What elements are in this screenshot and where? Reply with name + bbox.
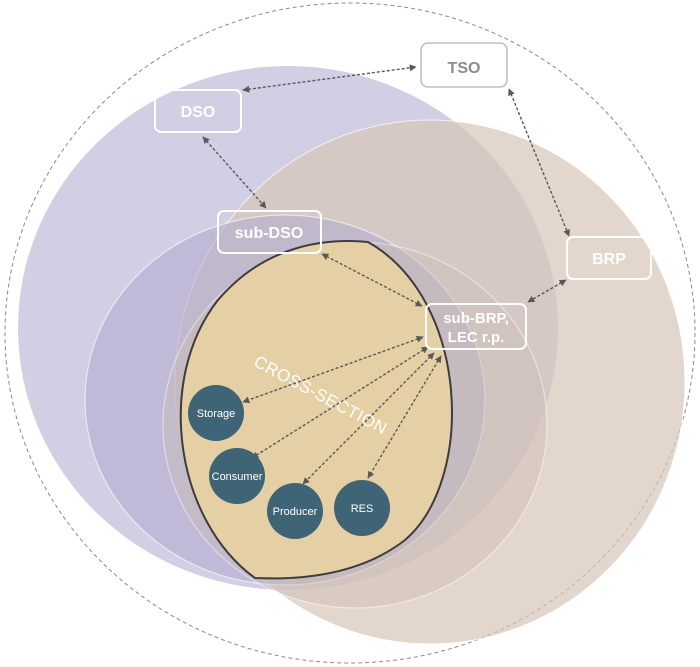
dso-box[interactable]: DSO bbox=[154, 89, 242, 133]
sub-brp-label-line2: LEC r.p. bbox=[448, 329, 505, 346]
consumer-label: Consumer bbox=[212, 471, 263, 483]
arrow-subbrp-res bbox=[367, 355, 442, 479]
sub-brp-box[interactable]: sub-BRP, LEC r.p. bbox=[425, 303, 527, 350]
node-producer[interactable]: Producer bbox=[267, 483, 323, 539]
tso-box[interactable]: TSO bbox=[420, 42, 508, 88]
node-res[interactable]: RES bbox=[334, 480, 390, 536]
dso-label: DSO bbox=[181, 104, 216, 121]
brp-label: BRP bbox=[592, 251, 626, 268]
arrow-dso-tso bbox=[242, 64, 417, 93]
res-label: RES bbox=[351, 503, 374, 515]
sub-dso-label: sub-DSO bbox=[235, 225, 303, 242]
arrow-dso-subdso bbox=[202, 136, 267, 209]
sub-dso-box[interactable]: sub-DSO bbox=[217, 210, 322, 254]
brp-box[interactable]: BRP bbox=[566, 236, 652, 280]
arrow-brp-subbrp bbox=[527, 279, 567, 303]
sub-brp-label-line1: sub-BRP, bbox=[443, 310, 509, 327]
storage-label: Storage bbox=[197, 408, 236, 420]
node-consumer[interactable]: Consumer bbox=[209, 448, 265, 504]
arrow-tso-brp bbox=[508, 88, 570, 237]
producer-label: Producer bbox=[273, 506, 318, 518]
connections bbox=[202, 64, 570, 485]
outer-boundary bbox=[4, 2, 696, 664]
arrow-subdso-subbrp bbox=[321, 253, 423, 307]
node-storage[interactable]: Storage bbox=[188, 385, 244, 441]
tso-label: TSO bbox=[448, 60, 481, 77]
